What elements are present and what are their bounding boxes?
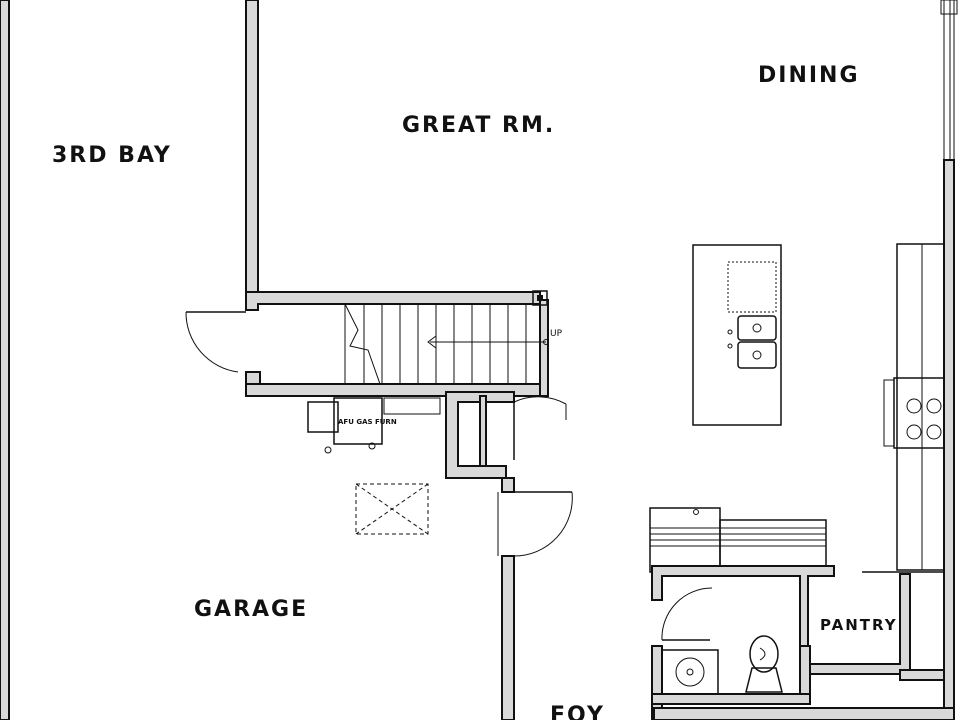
room-label-pantry: PANTRY	[820, 616, 898, 634]
right-exterior-wall	[943, 159, 955, 720]
garage-entry-door	[497, 491, 573, 557]
kitchen-island	[692, 244, 782, 426]
garage-stair-door	[185, 311, 246, 373]
powder-room-door	[661, 587, 713, 641]
kitchen-counter	[862, 243, 945, 573]
laundry-counter	[649, 507, 827, 573]
foyer-bottom-wall	[653, 707, 955, 720]
attic-access	[355, 483, 429, 535]
pantry-walls	[651, 565, 911, 675]
garage-foyer-wall	[501, 477, 515, 493]
bath-right-wall	[799, 645, 811, 699]
stair-left-bottom-wall	[245, 371, 261, 385]
bath-bottom-wall	[651, 693, 811, 705]
closet-walls	[445, 391, 515, 479]
room-label-third-bay: 3RD BAY	[52, 143, 172, 168]
furnace-label: AFU GAS FURN	[338, 418, 397, 426]
room-label-great-room: GREAT RM.	[402, 113, 555, 138]
room-label-foyer: FOY	[550, 703, 605, 720]
powder-room-fixtures	[661, 635, 783, 695]
garage-foyer-wall-lower	[501, 555, 515, 720]
stair-top-wall	[245, 291, 541, 311]
room-label-dining: DINING	[758, 63, 860, 88]
furnace-equipment	[307, 397, 441, 454]
right-bottom-wall	[899, 669, 945, 681]
right-window	[940, 0, 958, 160]
closet-shelf	[479, 395, 487, 467]
garage-divider-wall	[245, 0, 259, 301]
stair-direction-label: UP	[550, 329, 563, 339]
left-exterior-wall	[0, 0, 10, 720]
closet-door	[513, 396, 567, 460]
stair-right-wall	[539, 299, 549, 397]
stair-treads	[344, 290, 549, 385]
room-label-garage: GARAGE	[194, 597, 308, 622]
